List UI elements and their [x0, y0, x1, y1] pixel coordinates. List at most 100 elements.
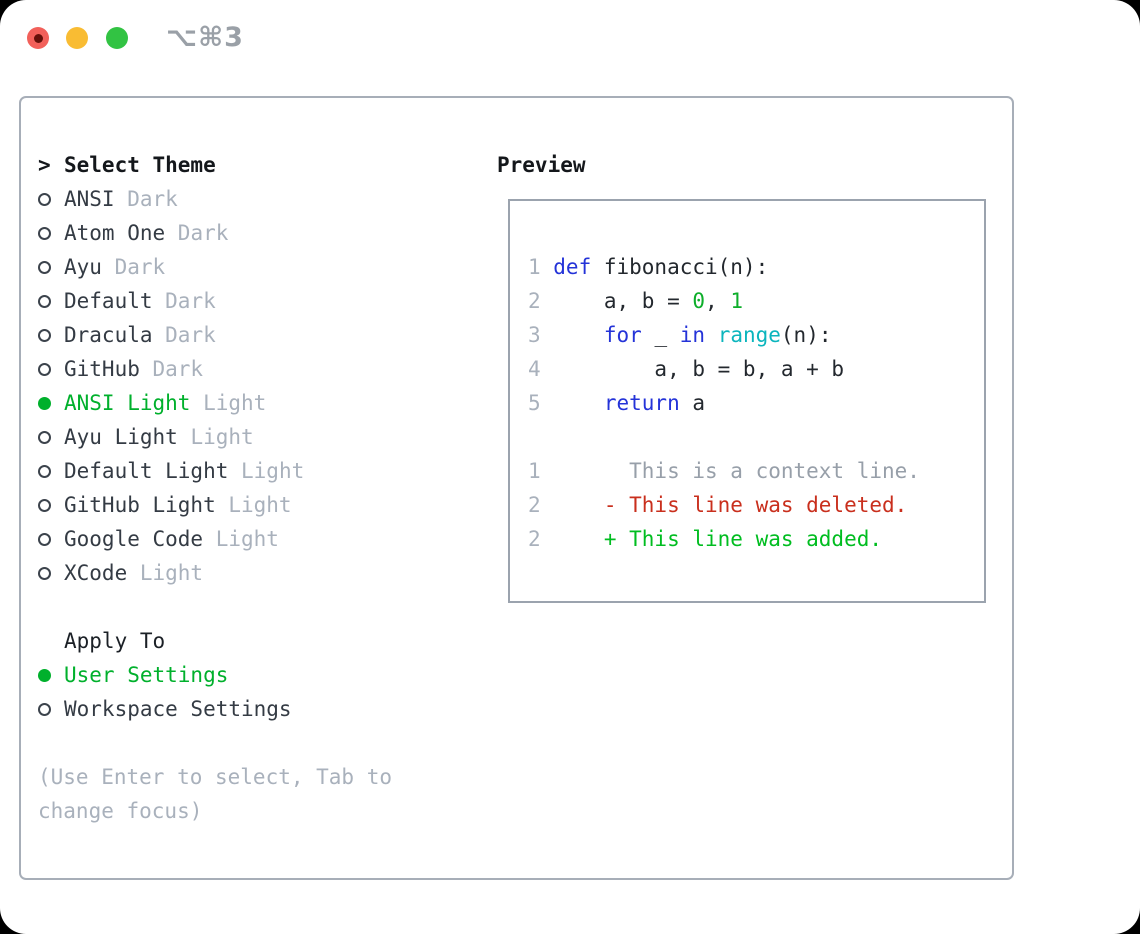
- code-token: range: [717, 323, 781, 347]
- theme-variant-label: Dark: [165, 289, 216, 313]
- radio-unselected-icon: [38, 556, 64, 590]
- radio-glyph: [38, 328, 51, 342]
- theme-variant-label: Light: [215, 527, 279, 551]
- select-theme-title: Select Theme: [64, 153, 216, 177]
- code-token: for: [603, 323, 642, 347]
- radio-glyph: [38, 566, 51, 580]
- theme-option-xcode[interactable]: XCode Light: [38, 556, 418, 590]
- code-token: - This line was deleted.: [553, 493, 908, 517]
- apply-option-user-settings[interactable]: User Settings: [38, 658, 418, 692]
- line-number: 3: [528, 323, 541, 347]
- line-number: 2: [528, 527, 541, 551]
- code-token: 1: [730, 289, 743, 313]
- preview-line: 2 - This line was deleted.: [528, 488, 984, 522]
- theme-variant-label: Dark: [127, 187, 178, 211]
- theme-variant-label: Light: [241, 459, 305, 483]
- preview-title: Preview: [497, 153, 586, 177]
- radio-glyph: [38, 668, 51, 682]
- help-text: (Use Enter to select, Tab to change focu…: [38, 765, 393, 823]
- minimize-button[interactable]: [66, 27, 88, 49]
- preview-line: 1 This is a context line.: [528, 454, 984, 488]
- preview-line: 3 for _ in range(n):: [528, 318, 984, 352]
- spacer: [38, 726, 418, 760]
- code-token: a, b =: [553, 289, 693, 313]
- theme-option-atom-one[interactable]: Atom One Dark: [38, 216, 418, 250]
- radio-glyph: [38, 260, 51, 274]
- theme-option-default-light[interactable]: Default Light Light: [38, 454, 418, 488]
- radio-glyph: [38, 294, 51, 308]
- code-token: [553, 391, 604, 415]
- code-token: This is a context line.: [553, 459, 920, 483]
- radio-glyph: [38, 702, 51, 716]
- code-token: _: [641, 323, 680, 347]
- window-shortcut-label: ⌥⌘3: [166, 22, 244, 53]
- code-token: return: [603, 391, 680, 415]
- select-theme-header: > Select Theme: [38, 148, 418, 182]
- radio-glyph: [38, 532, 51, 546]
- code-token: a: [679, 391, 706, 415]
- line-number: 2: [528, 493, 541, 517]
- apply-option-workspace-settings[interactable]: Workspace Settings: [38, 692, 418, 726]
- radio-glyph: [38, 464, 51, 478]
- line-number: 2: [528, 289, 541, 313]
- theme-option-label: Default Light: [64, 459, 229, 483]
- code-token: ,: [705, 289, 731, 313]
- code-token: [705, 323, 718, 347]
- preview-line: 5 return a: [528, 386, 984, 420]
- code-token: in: [679, 323, 706, 347]
- close-dot-icon: [33, 33, 43, 43]
- theme-option-label: ANSI Light: [64, 391, 191, 415]
- line-number: 4: [528, 357, 541, 381]
- theme-variant-label: Dark: [152, 357, 204, 381]
- theme-option-ayu[interactable]: Ayu Dark: [38, 250, 418, 284]
- preview-line: 2 a, b = 0, 1: [528, 284, 984, 318]
- radio-unselected-icon: [38, 216, 64, 250]
- preview-line: 4 a, b = b, a + b: [528, 352, 984, 386]
- radio-glyph: [38, 226, 51, 240]
- radio-unselected-icon: [38, 318, 64, 352]
- theme-option-label: Dracula: [64, 323, 153, 347]
- theme-option-label: ANSI: [64, 187, 115, 211]
- code-token: (n):: [780, 323, 832, 347]
- radio-unselected-icon: [38, 182, 64, 216]
- theme-option-ansi[interactable]: ANSI Dark: [38, 182, 418, 216]
- theme-variant-label: Light: [139, 561, 204, 585]
- theme-option-label: GitHub Light: [64, 493, 216, 517]
- zoom-button[interactable]: [106, 27, 128, 49]
- radio-unselected-icon: [38, 454, 64, 488]
- theme-option-label: Ayu: [64, 255, 102, 279]
- radio-selected-icon: [38, 658, 64, 692]
- close-button[interactable]: [27, 27, 49, 49]
- theme-option-label: Atom One: [64, 221, 166, 245]
- spacer: [38, 590, 418, 624]
- radio-unselected-icon: [38, 250, 64, 284]
- code-token: 0: [692, 289, 706, 313]
- apply-to-title: Apply To: [64, 629, 166, 653]
- line-number: 5: [528, 391, 541, 415]
- radio-unselected-icon: [38, 692, 64, 726]
- code-token: + This line was added.: [553, 527, 883, 551]
- theme-variant-label: Dark: [114, 255, 166, 279]
- radio-glyph: [38, 192, 51, 206]
- line-number: 1: [528, 459, 541, 483]
- theme-variant-label: Dark: [177, 221, 229, 245]
- line-number: 1: [528, 255, 541, 279]
- code-token: [553, 323, 604, 347]
- theme-option-label: XCode: [64, 561, 128, 585]
- radio-glyph: [38, 498, 51, 512]
- radio-glyph: [38, 430, 51, 444]
- preview-line: 2 + This line was added.: [528, 522, 984, 556]
- preview-line: [528, 420, 984, 454]
- radio-unselected-icon: [38, 488, 64, 522]
